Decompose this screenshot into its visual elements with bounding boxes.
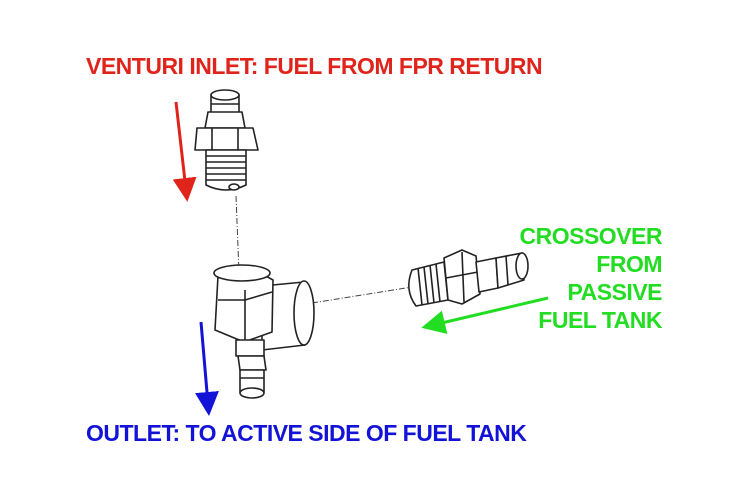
outlet-arrow-icon	[195, 321, 219, 416]
inlet-arrow-icon	[172, 101, 197, 202]
crossover-arrow-icon	[421, 296, 549, 334]
crossover-label-line: FUEL TANK	[538, 307, 662, 333]
crossover-label-line: FROM	[596, 251, 662, 277]
inlet-label: VENTURI INLET: FUEL FROM FPR RETURN	[86, 53, 543, 79]
venturi-inlet-fitting	[194, 89, 259, 191]
outlet-label: OUTLET: TO ACTIVE SIDE OF FUEL TANK	[86, 420, 527, 446]
crossover-label: CROSSOVER FROM PASSIVE FUEL TANK	[480, 222, 663, 334]
crossover-label-line: CROSSOVER	[519, 223, 663, 249]
crossover-label-line: PASSIVE	[567, 279, 663, 305]
crossover-fitting	[408, 249, 529, 307]
tee-body-fitting	[213, 264, 315, 399]
assembly-axis-lines	[235, 195, 413, 304]
